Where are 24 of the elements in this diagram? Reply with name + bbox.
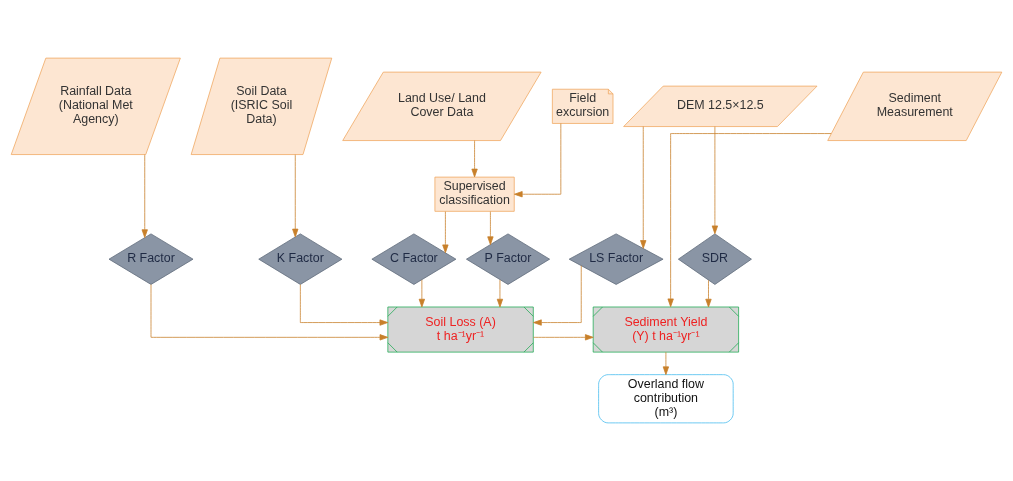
node-diamond: C Factor [371,233,457,285]
arrow [640,126,647,249]
arrow [150,284,389,341]
arrow [292,154,299,238]
arrow [705,279,712,308]
node-diamond: SDR [677,233,752,285]
arrow [442,211,449,254]
node-diamond: LS Factor [568,233,664,285]
node-box: Overland flow contribution (m³) [598,374,734,424]
arrow [418,279,425,308]
arrow [533,334,594,341]
arrow [299,284,389,326]
arrow [141,154,148,238]
node-diamond: R Factor [108,233,194,285]
arrow [487,211,494,245]
arrow [533,265,582,326]
arrow [496,279,504,308]
arrow [667,133,832,308]
arrow [514,123,562,198]
arrow [711,126,718,235]
node-box: Supervised classification [434,176,515,212]
arrow [471,140,478,178]
arrow [662,351,669,375]
node-diamond: K Factor [258,233,343,285]
